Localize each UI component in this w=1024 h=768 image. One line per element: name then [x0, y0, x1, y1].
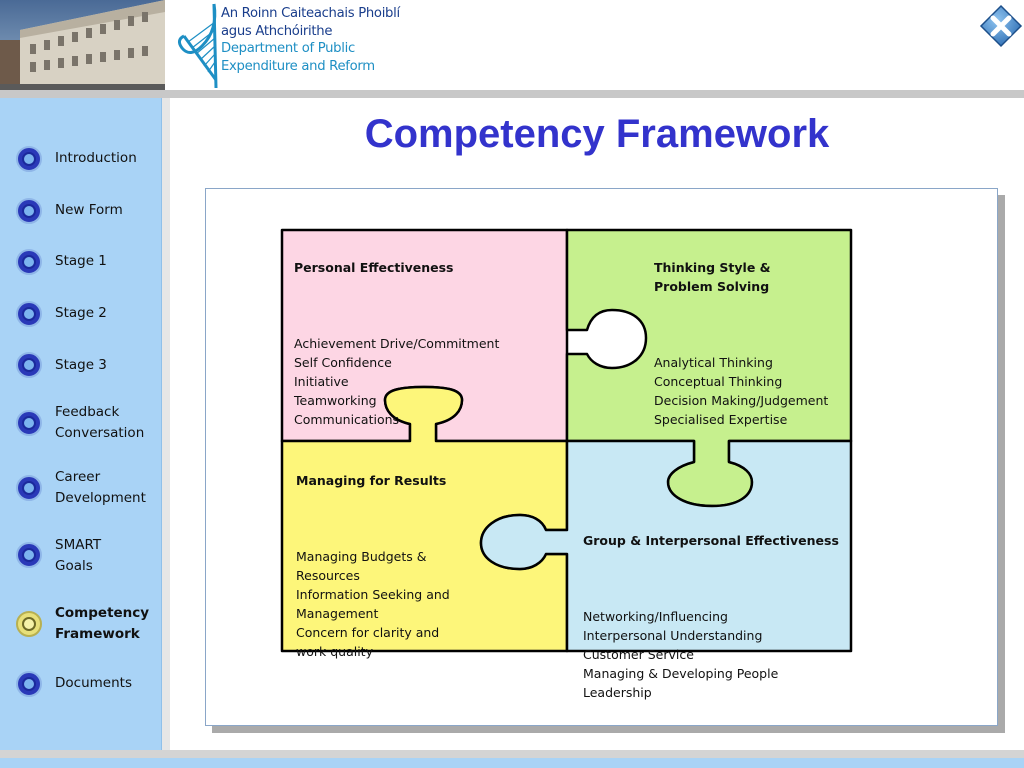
- department-name: An Roinn Caiteachais Phoiblí agus Athchó…: [221, 5, 400, 75]
- sidebar-item-introduction[interactable]: Introduction: [0, 145, 162, 173]
- department-harp-logo: [172, 0, 412, 90]
- quadrant-personal-effectiveness: Personal Effectiveness Achievement Drive…: [294, 239, 562, 448]
- building-photo: [0, 0, 165, 92]
- radio-dot-icon: [16, 198, 42, 224]
- logo-line-english-2: Expenditure and Reform: [221, 58, 375, 74]
- sidebar-item-career-development[interactable]: Career Development: [0, 467, 162, 511]
- radio-dot-icon: [16, 542, 42, 568]
- radio-dot-icon: [16, 671, 42, 697]
- sidebar-item-label: Stage 1: [55, 253, 107, 269]
- radio-dot-icon: [16, 249, 42, 275]
- sidebar-divider: [162, 98, 170, 750]
- sidebar-item-label: Competency Framework: [55, 605, 150, 642]
- close-button[interactable]: [979, 4, 1023, 48]
- radio-dot-icon: [16, 352, 42, 378]
- sidebar-item-label: Career Development: [55, 469, 146, 506]
- logo-line-english-1: Department of Public: [221, 41, 355, 56]
- sidebar-item-label: Stage 2: [55, 305, 107, 321]
- sidebar-item-label: Stage 3: [55, 357, 107, 373]
- quadrant-group-interpersonal: Group & Interpersonal Effectiveness Netw…: [583, 512, 848, 721]
- sidebar-item-smart-goals[interactable]: SMART Goals: [0, 535, 162, 579]
- sidebar-item-label: SMART Goals: [55, 537, 102, 574]
- sidebar-item-stage-1[interactable]: Stage 1: [0, 249, 162, 277]
- page-title: Competency Framework: [364, 112, 830, 156]
- quadrant-title: Group & Interpersonal Effectiveness: [583, 533, 839, 548]
- quadrant-items: Analytical Thinking Conceptual Thinking …: [654, 355, 829, 427]
- logo-line-irish-1: An Roinn Caiteachais Phoiblí: [221, 6, 400, 21]
- sidebar-item-stage-2[interactable]: Stage 2: [0, 300, 162, 328]
- close-x-icon: [979, 4, 1023, 48]
- header-separator: [0, 90, 1024, 98]
- quadrant-title: Personal Effectiveness: [294, 260, 454, 275]
- header: An Roinn Caiteachais Phoiblí agus Athchó…: [0, 0, 1024, 92]
- sidebar-item-label: Introduction: [55, 150, 137, 166]
- radio-dot-icon: [16, 410, 42, 436]
- footer-bar: [0, 758, 1024, 768]
- quadrant-title: Managing for Results: [296, 473, 447, 488]
- radio-dot-active-icon: [16, 611, 42, 637]
- quadrant-title: Thinking Style & Problem Solving: [654, 260, 771, 294]
- radio-dot-icon: [16, 475, 42, 501]
- sidebar-item-label: Feedback Conversation: [55, 404, 145, 441]
- sidebar-item-feedback-conversation[interactable]: Feedback Conversation: [0, 402, 162, 446]
- radio-dot-icon: [16, 146, 42, 172]
- quadrant-managing-for-results: Managing for Results Managing Budgets & …: [296, 452, 476, 680]
- footer-separator: [0, 750, 1024, 758]
- sidebar-item-competency-framework[interactable]: Competency Framework: [0, 603, 162, 647]
- sidebar-item-documents[interactable]: Documents: [0, 670, 162, 698]
- radio-dot-icon: [16, 301, 42, 327]
- quadrant-items: Achievement Drive/Commitment Self Confid…: [294, 336, 500, 427]
- sidebar-item-label: New Form: [55, 202, 123, 218]
- sidebar-item-label: Documents: [55, 675, 132, 691]
- logo-line-irish-2: agus Athchóirithe: [221, 23, 333, 39]
- quadrant-thinking-style: Thinking Style & Problem Solving Analyti…: [654, 239, 849, 448]
- sidebar-item-stage-3[interactable]: Stage 3: [0, 352, 162, 380]
- quadrant-items: Managing Budgets & Resources Information…: [296, 549, 450, 659]
- sidebar-item-new-form[interactable]: New Form: [0, 197, 162, 225]
- quadrant-items: Networking/Influencing Interpersonal Und…: [583, 609, 779, 700]
